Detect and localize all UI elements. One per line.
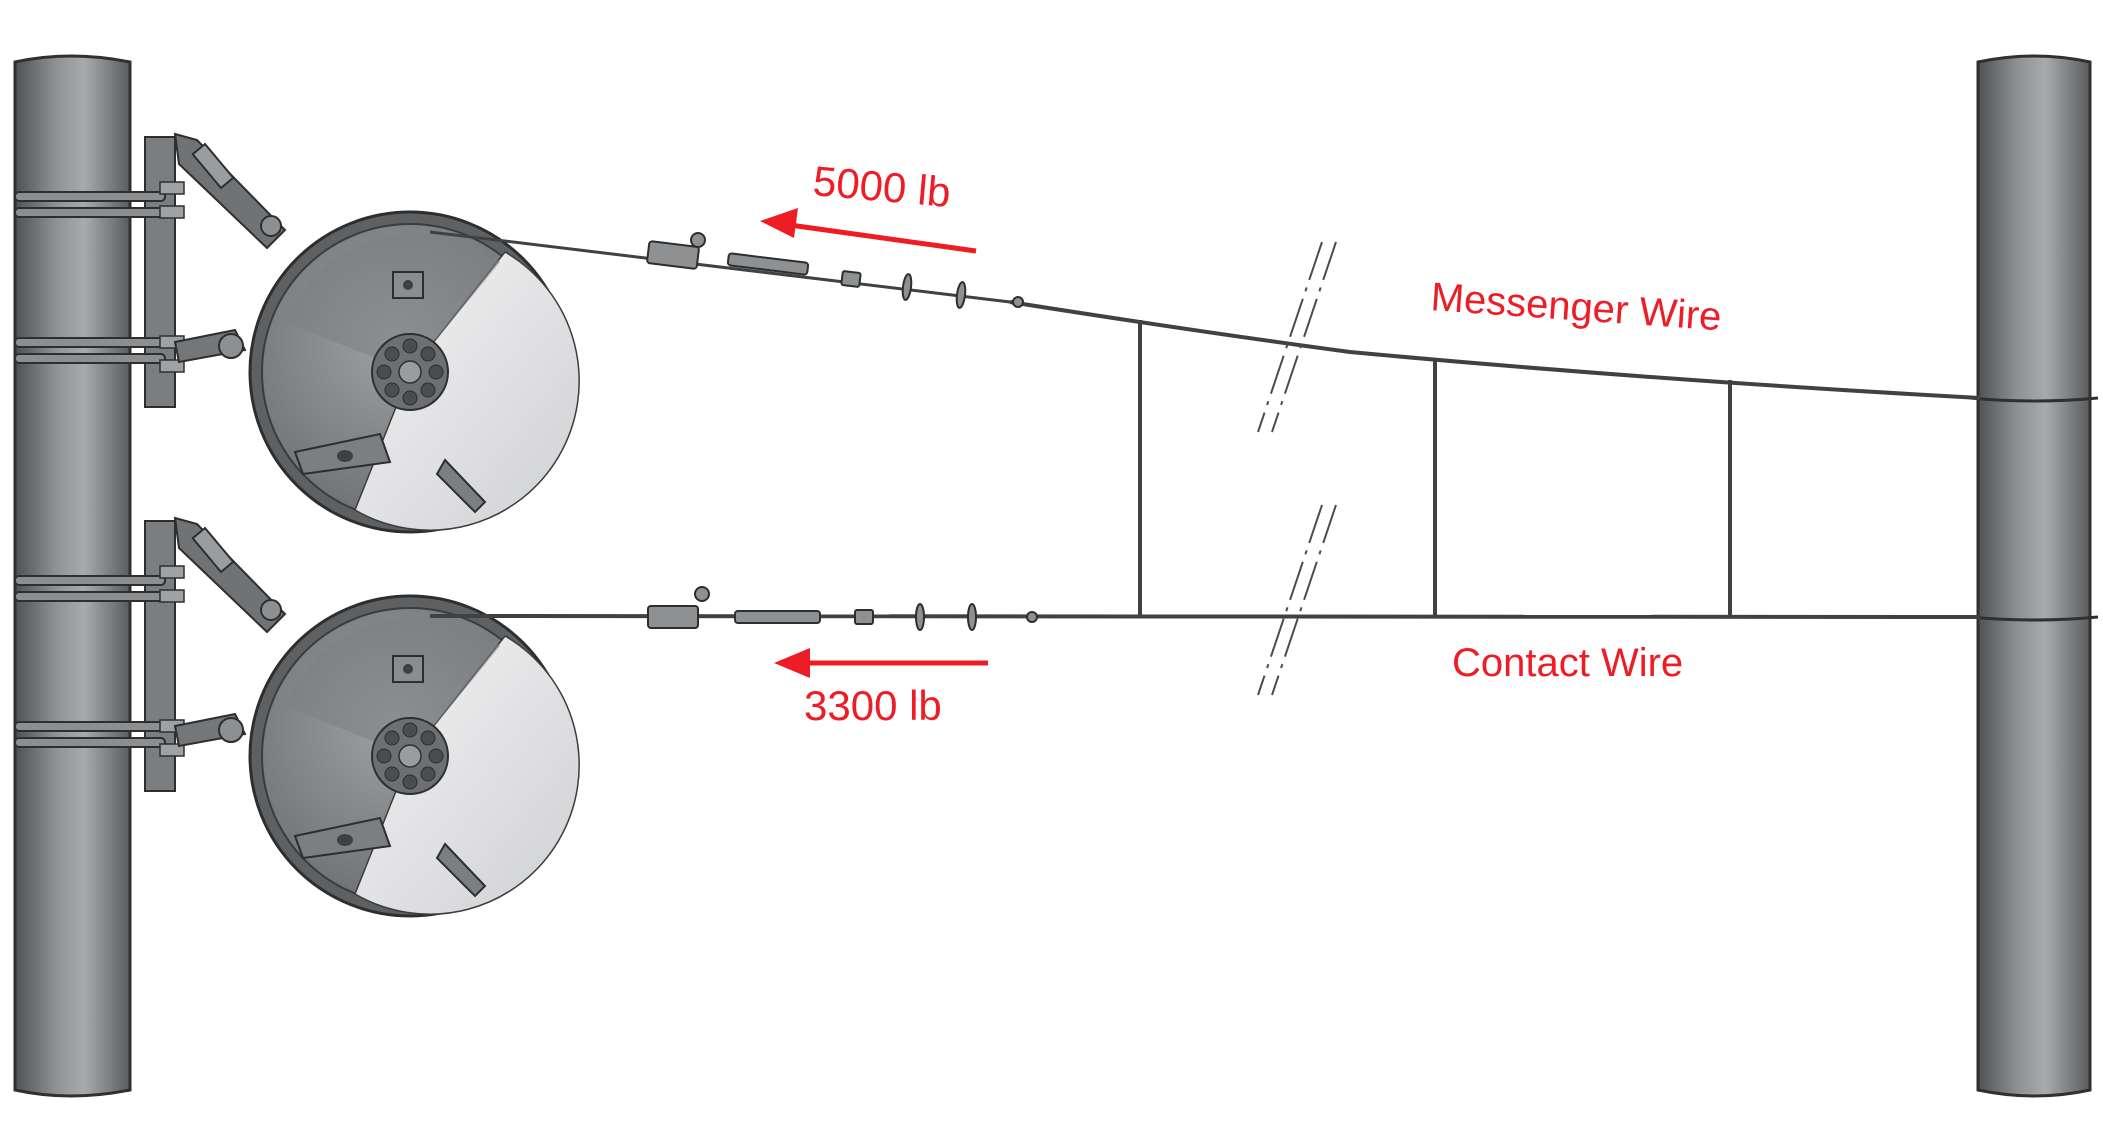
messenger-wire	[429, 230, 1981, 400]
contact-insulators	[647, 586, 1038, 631]
contact-tension-label: 3300 lb	[804, 682, 942, 729]
messenger-wire-label: Messenger Wire	[1429, 275, 1723, 339]
messenger-tension-label: 5000 lb	[811, 157, 952, 216]
right-pole	[1969, 54, 2099, 1098]
contact-wire	[429, 586, 1981, 631]
contact-tension-arrow-icon	[774, 648, 988, 678]
messenger-tension-arrow-icon	[760, 208, 977, 254]
messenger-break-mark	[1257, 241, 1337, 433]
contact-wire-label: Contact Wire	[1452, 641, 1683, 685]
droppers	[1138, 320, 1732, 617]
messenger-insulators	[646, 232, 1024, 309]
contact-break-mark	[1257, 504, 1337, 696]
